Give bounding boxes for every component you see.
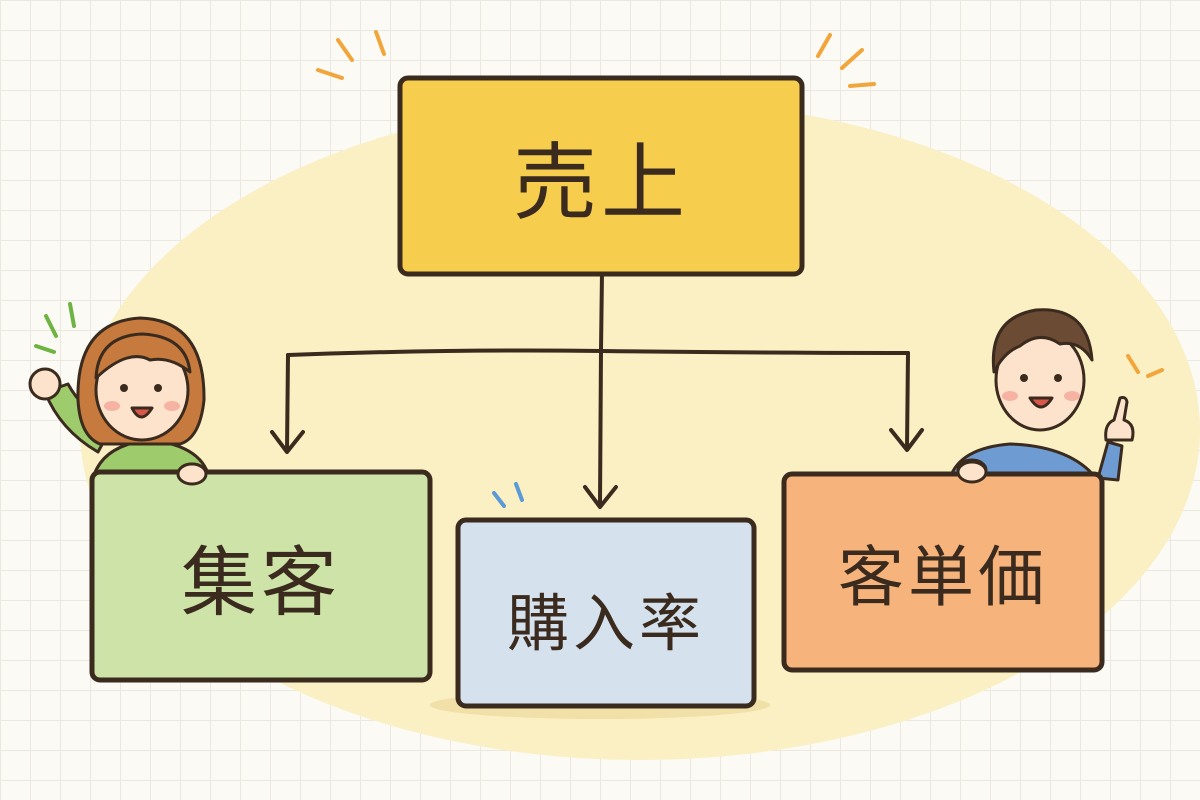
woman-eye <box>154 384 162 392</box>
man-hand-front <box>956 460 988 484</box>
man-pointing-hand <box>1104 396 1135 442</box>
arrowhead-left <box>270 430 305 454</box>
sparkle-marks-woman <box>34 302 76 354</box>
connector-to-left <box>285 353 290 452</box>
sparkle-icon <box>816 33 832 58</box>
man-cheek <box>1064 391 1080 401</box>
sparkle-icon <box>44 314 58 338</box>
man-eye <box>1020 374 1028 382</box>
sparkle-marks-man <box>1126 354 1164 378</box>
sparkle-icon <box>336 38 354 62</box>
woman-eye <box>120 384 128 392</box>
connector-to-center <box>598 348 603 507</box>
man-arm <box>1096 440 1124 482</box>
sparkle-icon <box>1146 368 1164 378</box>
sparkle-icon <box>374 30 386 56</box>
sparkle-marks-center <box>492 482 524 508</box>
sparkle-icon <box>316 68 344 80</box>
child-box-average-spend <box>781 471 1105 673</box>
root-box <box>397 75 805 277</box>
sparkle-icon <box>848 82 876 88</box>
sparkle-marks-root <box>316 30 876 88</box>
connector-lines <box>270 270 924 509</box>
child-label-conversion: 購入率 <box>506 587 705 660</box>
man-hair <box>991 308 1094 374</box>
sparkle-icon <box>34 344 56 354</box>
root-label: 売上 <box>512 133 689 232</box>
woman-fist <box>28 367 62 401</box>
man-cheek <box>1002 391 1018 401</box>
arrowhead-right <box>889 428 924 452</box>
child-box-conversion <box>455 517 757 709</box>
sparkle-icon <box>840 48 864 70</box>
woman-mouth <box>130 406 154 419</box>
woman-bangs <box>94 332 192 380</box>
sparkle-icon <box>1126 354 1140 374</box>
man-eye <box>1054 374 1062 382</box>
child-box-acquisition <box>89 469 433 683</box>
connector-root-down <box>599 270 604 352</box>
woman-cheek <box>104 401 120 411</box>
sparkle-icon <box>492 491 506 508</box>
arrowhead-center <box>583 485 618 509</box>
connector-to-right <box>905 351 910 450</box>
man-mouth <box>1028 396 1054 409</box>
sparkle-icon <box>68 302 76 328</box>
child-label-average-spend: 客単価 <box>838 539 1048 616</box>
woman-cheek <box>164 401 180 411</box>
sparkle-icon <box>514 482 524 502</box>
woman-cheering-icon <box>28 316 212 486</box>
woman-hand-front <box>176 462 208 486</box>
child-label-acquisition: 集客 <box>181 538 341 627</box>
